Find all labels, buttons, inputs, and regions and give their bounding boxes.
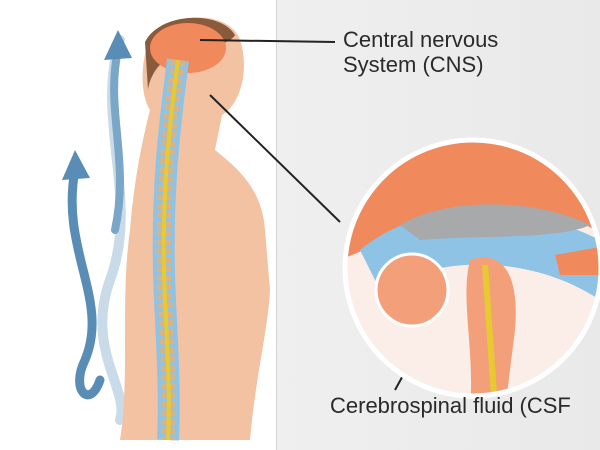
spinal-cord: [161, 59, 180, 441]
csf-flow-arrows: [62, 30, 132, 425]
human-figure: [120, 17, 270, 441]
cns-label: Central nervous System (CNS): [343, 27, 498, 77]
cns-label-line2: System (CNS): [343, 52, 484, 77]
cerebellum: [374, 252, 450, 328]
cns-leader-line: [199, 39, 336, 43]
cns-label-line1: Central nervous: [343, 27, 499, 52]
csf-label: Cerebrospinal fluid (CSF: [330, 393, 571, 418]
inset-border: [342, 137, 600, 399]
magnified-brain-inset: [345, 140, 600, 396]
zoom-leader-line: [209, 94, 341, 223]
